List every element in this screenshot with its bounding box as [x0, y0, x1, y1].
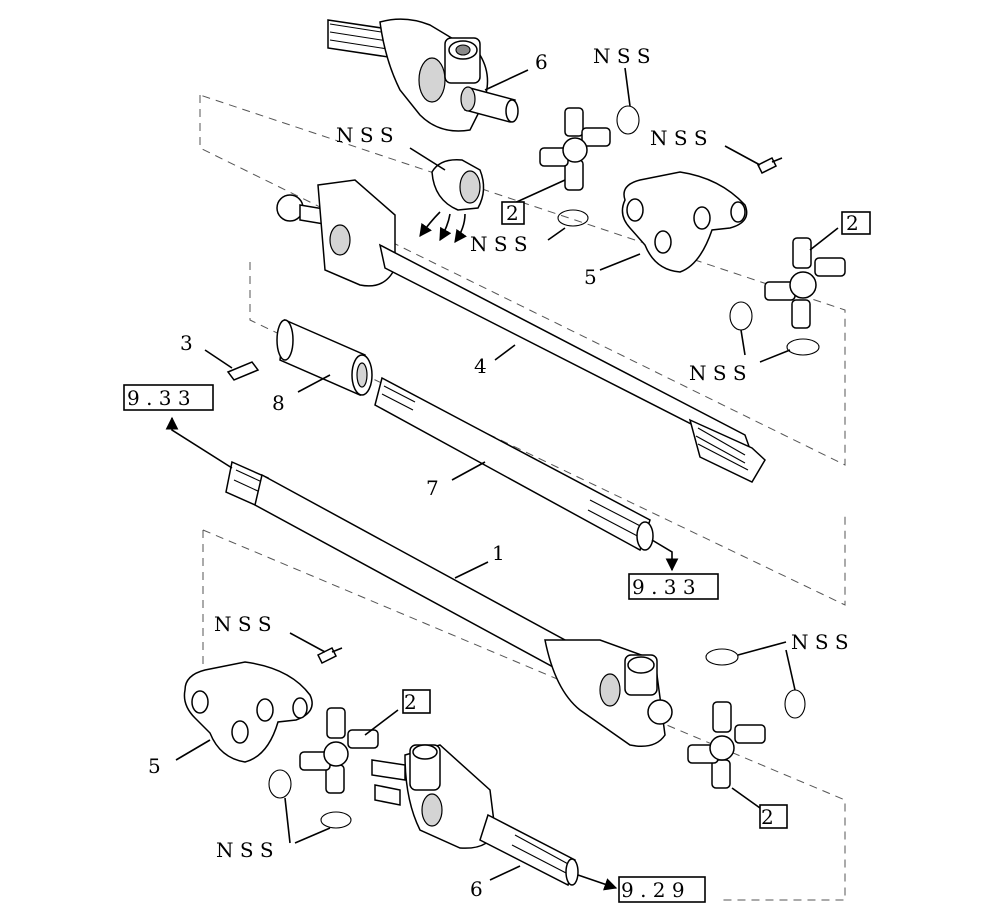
ref-mid: 9 . 3 3: [632, 575, 696, 599]
ref-bottom: 9 . 2 9: [621, 878, 685, 902]
label-part-8: 8: [272, 391, 285, 415]
label-part-2-bottom-right: 2: [761, 805, 774, 829]
label-part-6-bottom: 6: [470, 877, 483, 901]
label-part-3: 3: [180, 331, 193, 355]
reference-arrows: [165, 416, 679, 891]
label-nss-left: N S S: [336, 123, 394, 147]
leader-lines: [175, 67, 839, 881]
upper-guide-frame: [199, 94, 846, 466]
ref-box-mid: [628, 573, 719, 600]
ref-box-left: [123, 384, 214, 411]
label-part-1: 1: [492, 541, 505, 565]
box-part-2-right: [841, 211, 871, 235]
coupling-sleeve-8: [276, 318, 373, 397]
flange-bottom-5: [183, 661, 313, 763]
label-part-4: 4: [474, 354, 487, 378]
snap-rings: [268, 105, 820, 829]
label-part-2-bottom-mid: 2: [404, 690, 417, 714]
box-part-2-top: [501, 201, 525, 225]
label-part-5-top: 5: [584, 265, 597, 289]
universal-cross-bottom-right: [687, 701, 766, 789]
driveshaft-1: [225, 460, 673, 747]
ref-box-bottom: [618, 876, 706, 903]
box-part-2-bottom-right: [759, 804, 788, 829]
label-nss-right-top: N S S: [650, 126, 708, 150]
top-yoke-6: [327, 18, 519, 132]
lower-guide-frame: [202, 529, 846, 901]
label-nss-bottom-right: N S S: [791, 630, 849, 654]
label-part-7: 7: [426, 476, 439, 500]
middle-guide-frame: [249, 262, 846, 606]
label-part-6-top: 6: [535, 50, 548, 74]
flange-top-5: [621, 171, 748, 273]
label-nss-right-mid: N S S: [689, 361, 747, 385]
universal-cross-bottom-mid: [299, 707, 379, 794]
driveshaft-4: [276, 179, 766, 483]
label-nss-top: N S S: [593, 44, 651, 68]
splined-shaft-7: [374, 376, 654, 552]
label-nss-mid: N S S: [470, 232, 528, 256]
ref-left: 9 . 3 3: [127, 386, 191, 410]
label-part-5-bottom: 5: [148, 754, 161, 778]
bottom-yoke-6: [371, 744, 579, 887]
roll-pin-3: [226, 361, 260, 381]
bearing-cup-top: [419, 159, 485, 244]
universal-cross-top: [539, 107, 611, 191]
label-part-2-right: 2: [846, 211, 859, 235]
label-nss-bottom-left-top: N S S: [214, 612, 272, 636]
grease-fittings: [316, 156, 783, 665]
universal-cross-right: [764, 237, 846, 329]
label-part-2-top: 2: [506, 201, 519, 225]
label-nss-bottom-left: N S S: [216, 838, 274, 862]
box-part-2-bottom-mid: [402, 689, 431, 714]
